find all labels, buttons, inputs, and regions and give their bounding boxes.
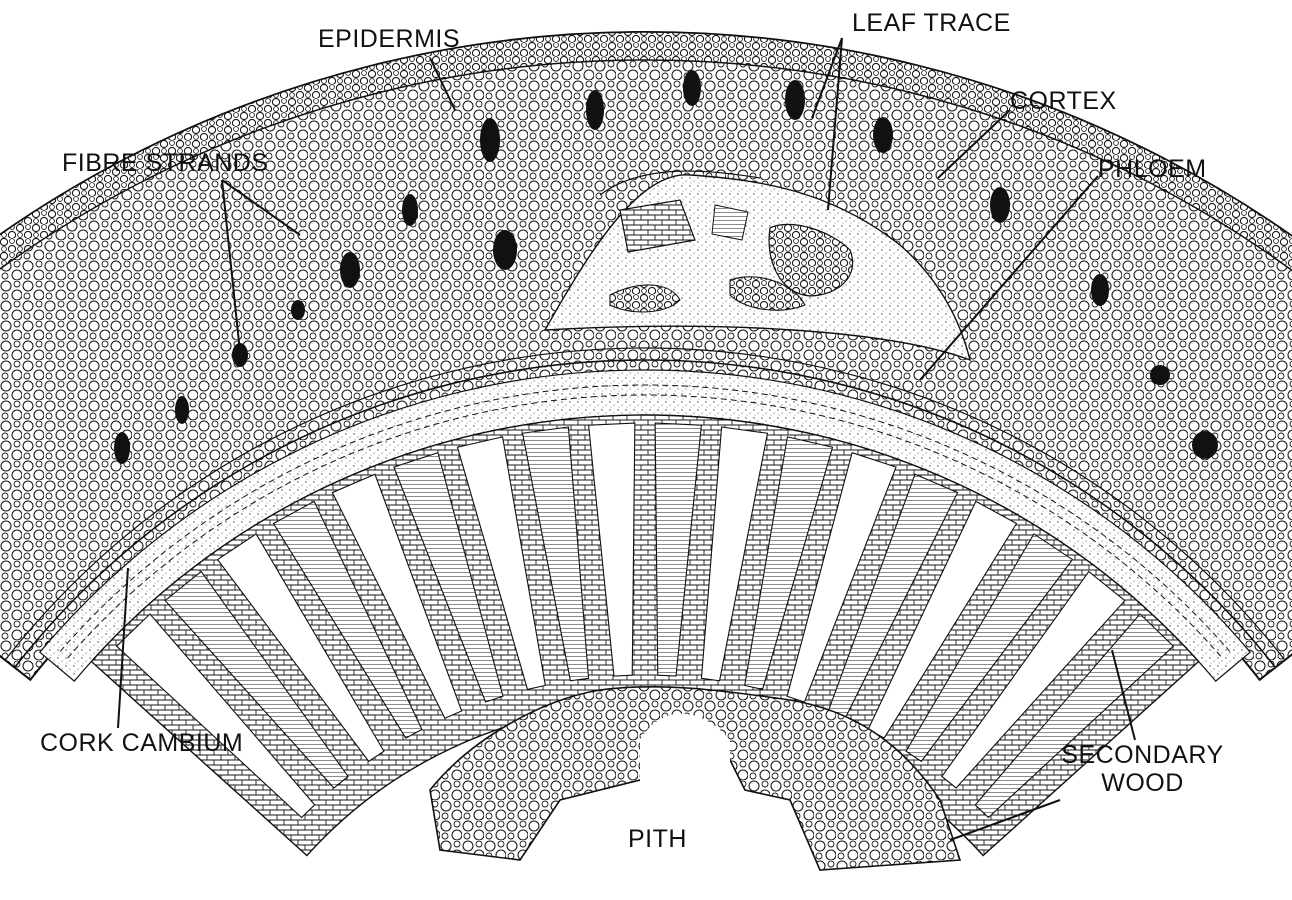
fibre-strand xyxy=(586,90,604,130)
fibre-strand xyxy=(990,187,1010,223)
label-leaf-trace: LEAF TRACE xyxy=(852,10,1011,38)
label-epidermis: EPIDERMIS xyxy=(318,26,460,54)
label-secondary-wood-line1: SECONDARY xyxy=(1040,742,1245,770)
fibre-strand xyxy=(1192,431,1218,459)
fibre-strand xyxy=(785,80,805,120)
label-secondary-wood-line2: WOOD xyxy=(1040,770,1245,798)
fibre-strand xyxy=(402,194,418,226)
fibre-strand xyxy=(291,300,305,320)
label-phloem: PHLOEM xyxy=(1098,156,1207,184)
pith-notch xyxy=(640,714,730,895)
fibre-strand xyxy=(1091,274,1109,306)
fibre-strand xyxy=(340,252,360,288)
label-secondary-wood: SECONDARY WOOD xyxy=(1040,742,1245,797)
fibre-strand xyxy=(493,230,517,270)
label-fibre-strands: FIBRE STRANDS xyxy=(62,150,269,178)
label-cortex: CORTEX xyxy=(1010,88,1117,116)
fibre-strand xyxy=(683,70,701,106)
fibre-strand xyxy=(114,432,130,464)
label-pith: PITH xyxy=(628,826,687,854)
fibre-strand xyxy=(480,118,500,162)
fibre-strand xyxy=(1150,365,1170,385)
fibre-strand xyxy=(175,396,189,424)
label-cork-cambium: CORK CAMBIUM xyxy=(40,730,243,758)
fibre-strand xyxy=(873,117,893,153)
